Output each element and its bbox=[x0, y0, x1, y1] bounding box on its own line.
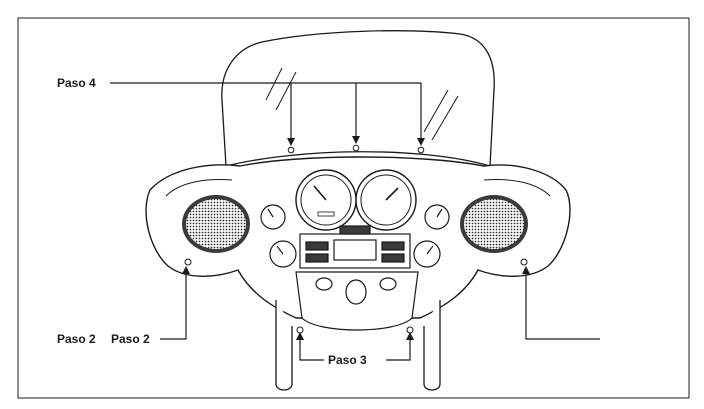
speaker-right bbox=[460, 195, 528, 253]
callout-step4: Paso 4 bbox=[57, 76, 96, 90]
windshield bbox=[221, 30, 495, 167]
callout-step3: Paso 3 bbox=[328, 353, 367, 367]
figure-border bbox=[17, 17, 690, 399]
tachometer-gauge bbox=[355, 169, 417, 231]
fairing-legs bbox=[275, 300, 441, 391]
windshield-screws bbox=[287, 144, 425, 154]
leader-lines bbox=[110, 82, 600, 361]
callout-step2-right: Paso 2 bbox=[111, 332, 150, 346]
switch-pod bbox=[295, 271, 419, 331]
small-gauges bbox=[260, 204, 450, 268]
speedometer-gauge bbox=[295, 169, 357, 231]
speaker-left bbox=[182, 195, 250, 253]
arrowheads bbox=[182, 136, 530, 340]
callout-step2-left: Paso 2 bbox=[57, 332, 96, 346]
radio-unit bbox=[299, 225, 411, 269]
